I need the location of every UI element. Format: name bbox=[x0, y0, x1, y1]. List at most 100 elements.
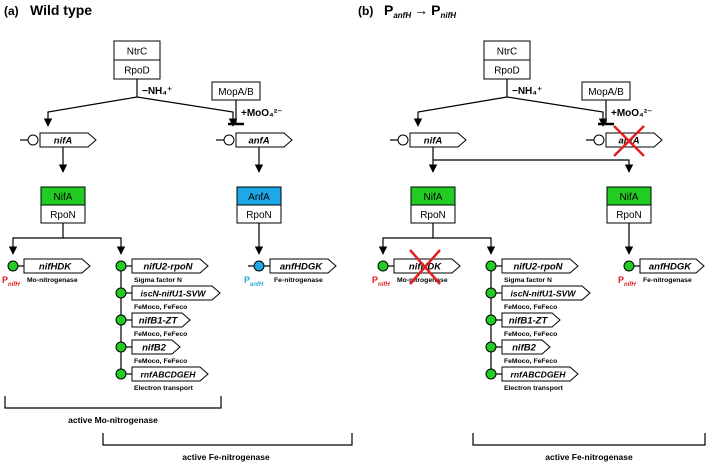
nifb1-gene-label-b: nifB1-ZT bbox=[509, 316, 549, 327]
nifu2-gene-arrow bbox=[131, 258, 209, 274]
nifhdk-note: Mo-nitrogenase bbox=[27, 277, 78, 284]
iscn-note: FeMoco, FeFeco bbox=[134, 304, 187, 311]
mopab-label: MopA/B bbox=[218, 87, 254, 98]
arrow-to-anfa bbox=[136, 96, 238, 127]
rnf-gene-label: rnfABCDGEH bbox=[141, 370, 197, 380]
nifa-promoter-circle-b bbox=[397, 134, 409, 146]
nifb2-gene-arrow-b bbox=[501, 339, 551, 355]
anfhdgk-gene-label-b: anfHDGK bbox=[649, 262, 692, 273]
nifb1-promoter-circle-b bbox=[485, 314, 497, 326]
bracket-fe-label-b: active Fe-nitrogenase bbox=[545, 452, 633, 462]
nifb2-note: FeMoco, FeFeco bbox=[134, 358, 187, 365]
nifb1-gene-label: nifB1-ZT bbox=[139, 316, 179, 327]
nifa-gene-label: nifA bbox=[54, 136, 73, 147]
nifu2-gene-label-b: nifU2-rpoN bbox=[513, 262, 563, 273]
nifa-gene-arrow-b bbox=[409, 132, 467, 148]
arrow-nifa-to-operons bbox=[63, 237, 126, 255]
nifa-protein-label-b: NifA bbox=[424, 192, 443, 203]
nifa-gene-label-b: nifA bbox=[424, 136, 443, 147]
nifb2-gene-arrow bbox=[131, 339, 181, 355]
promoter-anfh-label: PanfH bbox=[244, 275, 264, 288]
rpod-label: RpoD bbox=[124, 66, 150, 77]
nifa-gene-arrow bbox=[39, 132, 97, 148]
nifb2-gene-label: nifB2 bbox=[142, 343, 166, 354]
promoter-nifh-label-b-left: PnifH bbox=[372, 275, 390, 288]
iscn-promoter-circle-b bbox=[485, 287, 497, 299]
nifb2-promoter-circle-b bbox=[485, 341, 497, 353]
iscn-gene-arrow-b bbox=[501, 285, 591, 301]
arrow-nifa-to-nifhdk-b bbox=[378, 223, 434, 255]
bracket-mo-nitrogenase bbox=[4, 396, 222, 409]
rnf-promoter-circle-b bbox=[485, 368, 497, 380]
nifu2-gene-arrow-b bbox=[501, 258, 579, 274]
nifhdk-promoter-circle bbox=[7, 260, 19, 272]
bracket-fe-nitrogenase-a bbox=[102, 433, 353, 446]
anfhdgk-gene-arrow-b bbox=[639, 258, 705, 274]
nifhdk-gene-label: nifHDK bbox=[39, 262, 72, 273]
anfhdgk-promoter-circle-b bbox=[623, 260, 635, 272]
rnf-gene-arrow bbox=[131, 366, 209, 382]
molybdate-condition-b: +MoO₄²⁻ bbox=[611, 108, 652, 119]
rnf-gene-label-b: rnfABCDGEH bbox=[511, 370, 567, 380]
ntrc-label-b: NtrC bbox=[497, 47, 518, 58]
panel-b: (b) PanfH→PnifH NtrC RpoD −NH₄⁺ MopA/B +… bbox=[358, 2, 706, 462]
rpon-label-left: RpoN bbox=[50, 210, 76, 221]
anfa-protein-label: AnfA bbox=[248, 192, 270, 203]
anfhdgk-note-b: Fe-nitrogenase bbox=[643, 277, 692, 284]
nifa-promoter-circle bbox=[27, 134, 39, 146]
rnf-gene-arrow-b bbox=[501, 366, 579, 382]
nifhdk-deletion-cross bbox=[409, 249, 441, 285]
anfhdgk-note: Fe-nitrogenase bbox=[274, 277, 323, 284]
nifb2-note-b: FeMoco, FeFeco bbox=[504, 358, 557, 365]
iscn-gene-label-b: iscN-nifU1-SVW bbox=[511, 289, 577, 299]
iscn-promoter-circle bbox=[115, 287, 127, 299]
nifb2-gene-label-b: nifB2 bbox=[512, 343, 536, 354]
anfa-deletion-cross bbox=[613, 125, 645, 157]
rpod-label-b: RpoD bbox=[494, 66, 520, 77]
anfa-promoter-circle-b bbox=[593, 134, 605, 146]
arrow-nifa-to-second-protein bbox=[433, 159, 634, 173]
nifhdk-gene-arrow bbox=[23, 258, 91, 274]
arrow-to-nifa-b bbox=[413, 96, 508, 127]
rpon-label-left-b: RpoN bbox=[420, 210, 446, 221]
operon-list-b: nifU2-rpoN Sigma factor N iscN-nifU1-SVW… bbox=[485, 258, 591, 392]
anfhdgk-gene-arrow bbox=[269, 258, 337, 274]
iscn-note-b: FeMoco, FeFeco bbox=[504, 304, 557, 311]
nifu2-promoter-circle bbox=[115, 260, 127, 272]
nifu2-note-b: Sigma factor N bbox=[504, 277, 552, 284]
anfhdgk-promoter-circle bbox=[253, 260, 265, 272]
bracket-fe-label-a: active Fe-nitrogenase bbox=[182, 452, 270, 462]
iscn-gene-arrow bbox=[131, 285, 221, 301]
panel-b-label: (b) bbox=[358, 4, 373, 18]
ntrc-label: NtrC bbox=[127, 47, 148, 58]
nifa-protein-label-right-b: NifA bbox=[620, 192, 639, 203]
nifhdk-promoter-circle-b bbox=[377, 260, 389, 272]
nifa-protein-label: NifA bbox=[54, 192, 73, 203]
operon-list-a: nifU2-rpoN Sigma factor N iscN-nifU1-SVW… bbox=[115, 258, 221, 392]
nifb1-note-b: FeMoco, FeFeco bbox=[504, 331, 557, 338]
panel-a: (a) Wild type NtrC RpoD −NH₄⁺ MopA/B +Mo… bbox=[2, 2, 353, 462]
bracket-fe-nitrogenase-b bbox=[472, 433, 706, 446]
mopab-label-b: MopA/B bbox=[588, 87, 624, 98]
nifb1-gene-arrow bbox=[131, 312, 191, 328]
anfa-gene-arrow-b bbox=[605, 132, 663, 148]
anfa-gene-arrow bbox=[235, 132, 293, 148]
nifu2-note: Sigma factor N bbox=[134, 277, 182, 284]
bracket-mo-label: active Mo-nitrogenase bbox=[68, 415, 158, 425]
arrow-to-anfa-b bbox=[506, 96, 608, 127]
iscn-gene-label: iscN-nifU1-SVW bbox=[141, 289, 207, 299]
promoter-nifh-label-a: PnifH bbox=[2, 275, 20, 288]
nifu2-promoter-circle-b bbox=[485, 260, 497, 272]
nifhdk-note-b: Mo-nitrogenase bbox=[397, 277, 448, 284]
nifb1-promoter-circle bbox=[115, 314, 127, 326]
arrow-nifa-to-operons-b bbox=[433, 237, 496, 255]
anfa-promoter-circle bbox=[223, 134, 235, 146]
rpon-label-right-b: RpoN bbox=[616, 210, 642, 221]
rnf-note-b: Electron transport bbox=[504, 385, 564, 392]
rnf-note: Electron transport bbox=[134, 385, 194, 392]
ammonium-condition-b: −NH₄⁺ bbox=[512, 86, 542, 97]
nifb1-gene-arrow-b bbox=[501, 312, 561, 328]
arrow-nifa-to-nifhdk bbox=[8, 223, 64, 255]
panel-a-label: (a) bbox=[4, 4, 19, 18]
